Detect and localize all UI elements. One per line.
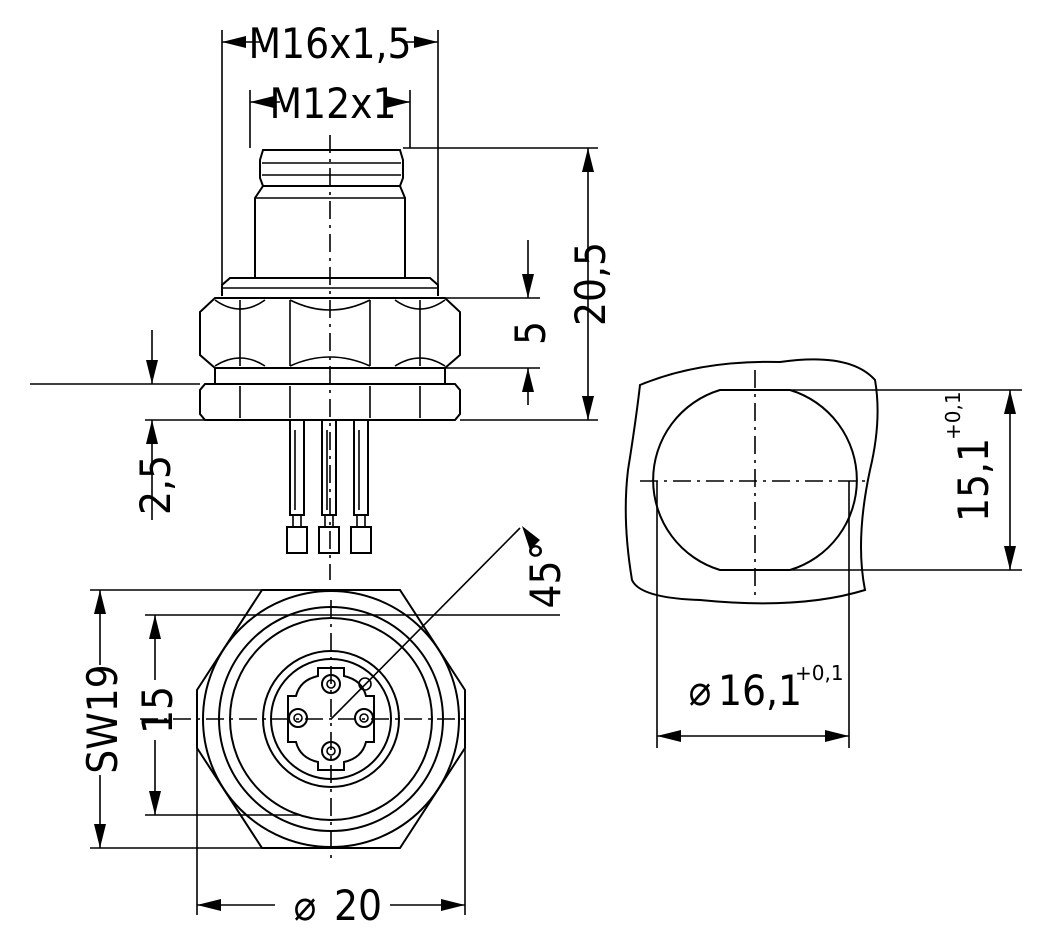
dim-cutout-diameter-value: 16,1 <box>718 666 802 715</box>
front-view <box>90 526 560 915</box>
pin-group <box>286 419 372 554</box>
diameter-symbol: ⌀ <box>294 881 317 930</box>
panel-cutout-view <box>624 358 1022 748</box>
dim-cutout-diameter-tol: +0,1 <box>795 661 844 685</box>
dim-outer-diameter-value: 20 <box>334 881 382 930</box>
dim-angle: 45° <box>521 542 570 609</box>
dim-hex-height: 5 <box>506 321 555 345</box>
dim-flange-height: 2,5 <box>131 455 180 515</box>
dim-outer-diameter: ⌀ 20 <box>294 881 382 930</box>
dim-thread-inner: M12x1 <box>269 79 396 128</box>
dim-cutout-height-tol: +0,1 <box>941 391 965 440</box>
dim-cutout-diameter: ⌀ 16,1 +0,1 <box>689 661 844 715</box>
cutout-diameter-symbol: ⌀ <box>689 666 712 715</box>
dim-cutout-height-value: 15,1 <box>949 438 998 522</box>
dim-height-total: 20,5 <box>566 242 615 326</box>
dim-cutout-height: 15,1 +0,1 <box>941 391 998 522</box>
dim-inner-span: 15 <box>133 686 182 734</box>
dim-wrench-size: SW19 <box>78 664 127 773</box>
side-view <box>30 30 598 580</box>
dim-thread-outer: M16x1,5 <box>248 19 411 68</box>
